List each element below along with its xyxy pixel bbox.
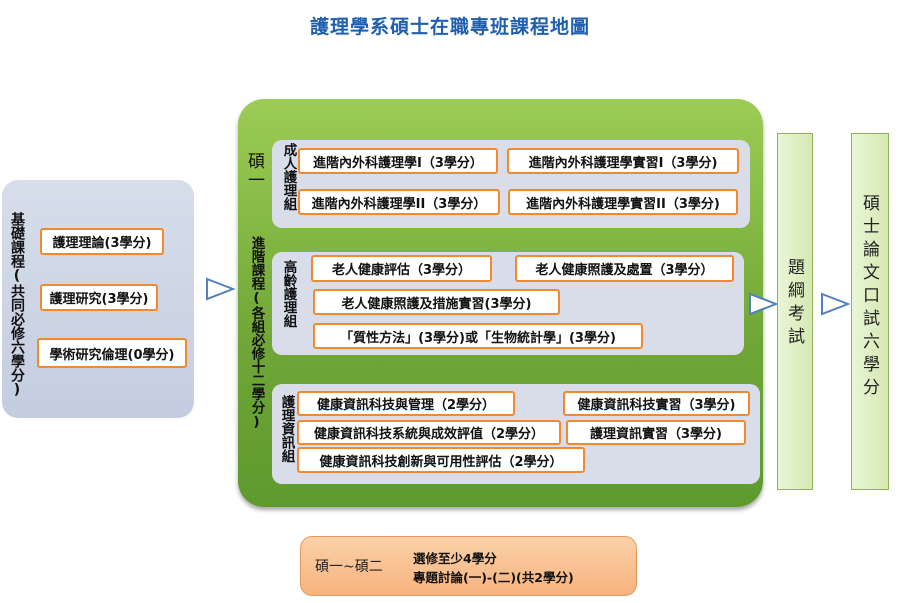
course-nursing-research: 護理研究(3學分) (40, 284, 158, 311)
arrow-right-icon (206, 277, 235, 301)
arrow-right-icon (749, 292, 778, 316)
page-title: 護理學系碩士在職專班課程地圖 (309, 16, 590, 38)
advanced-courses-label: 進階課程(各組必修十二學分) (248, 236, 265, 430)
basic-courses-label: 基礎課程(共同必修六學分) (9, 212, 25, 398)
course-research-ethics: 學術研究倫理(0學分) (37, 338, 187, 368)
course-adv-med-surg-2: 進階內外科護理學II（3學分） (298, 189, 500, 215)
course-geriatric-care-management: 老人健康照護及處置（3學分） (515, 255, 734, 282)
course-geriatric-care-practicum: 老人健康照護及措施實習(3學分) (313, 289, 560, 315)
course-adv-med-surg-practicum-2: 進階內外科護理學實習II（3學分) (508, 189, 738, 215)
course-qualitative-or-biostatistics: 「質性方法」(3學分)或「生物統計學」(3學分) (313, 323, 643, 349)
proposal-exam-pillar: 題綱考試 (777, 133, 813, 490)
elective-line-2: 專題討論(一)-(二)(共2學分) (413, 570, 574, 585)
course-adv-med-surg-1: 進階內外科護理學I（3學分） (298, 148, 498, 174)
thesis-defense-pillar: 碩士論文口試六學分 (851, 133, 889, 490)
course-geriatric-assessment: 老人健康評估（3學分） (311, 255, 492, 282)
thesis-defense-label: 碩士論文口試六學分 (859, 194, 879, 401)
course-health-it-management: 健康資訊科技與管理（2學分） (297, 391, 515, 416)
course-nursing-theory: 護理理論(3學分) (40, 228, 164, 255)
course-adv-med-surg-practicum-1: 進階內外科護理學實習I（3學分) (507, 148, 739, 174)
course-health-it-innovation-usability: 健康資訊科技創新與可用性評估（2學分） (297, 447, 585, 473)
course-health-it-system-evaluation: 健康資訊科技系統與成效評值（2學分） (297, 420, 561, 445)
elective-line-1: 選修至少4學分 (413, 551, 497, 566)
geriatric-nursing-label: 高齡護理組 (280, 260, 297, 328)
year-one-label: 碩一 (244, 152, 264, 190)
course-nursing-informatics-practicum: 護理資訊實習（3學分) (566, 420, 746, 445)
arrow-right-icon (821, 292, 850, 316)
elective-box: 碩一~碩二 選修至少4學分 專題討論(一)-(二)(共2學分) (300, 536, 637, 596)
course-health-it-practicum: 健康資訊科技實習（3學分) (563, 391, 750, 416)
elective-years: 碩一~碩二 (315, 559, 383, 575)
informatics-label: 護理資訊組 (278, 395, 295, 463)
proposal-exam-label: 題綱考試 (784, 258, 804, 350)
adult-nursing-label: 成人護理組 (280, 143, 297, 211)
